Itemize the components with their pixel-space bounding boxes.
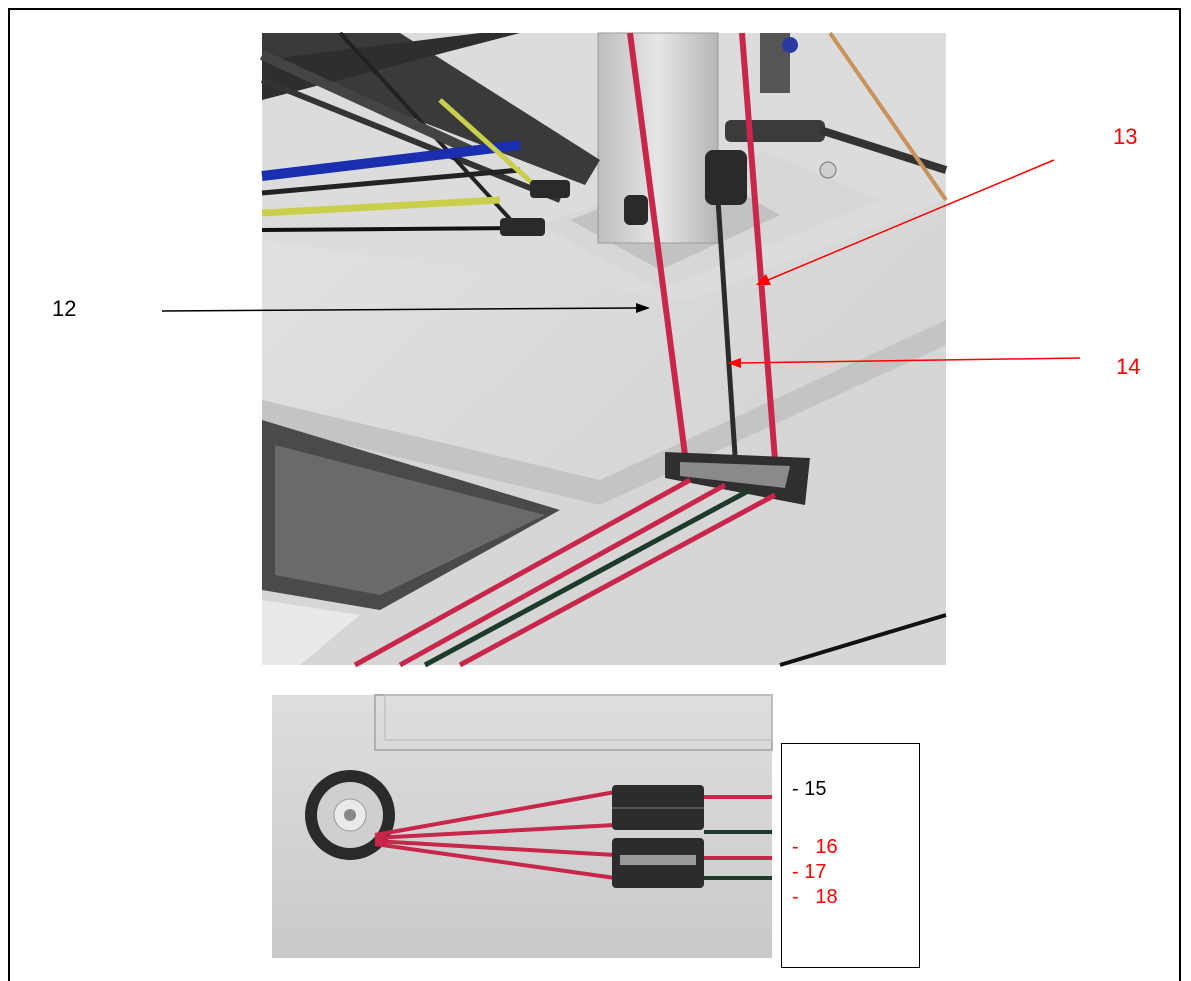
callout-label-12: 12	[52, 296, 77, 321]
legend-item-18: - 18	[792, 886, 838, 908]
callout-label-14: 14	[1116, 354, 1141, 379]
legend-item-15: - 15	[792, 778, 827, 800]
legend-item-16: - 16	[792, 836, 838, 858]
top-photo	[259, 31, 948, 668]
legend-item-17: - 17	[792, 861, 827, 883]
page-frame	[8, 8, 1181, 981]
callout-arrow-14	[727, 357, 1081, 368]
legend-box: - 15 - 16 - 17 - 18	[781, 743, 920, 968]
callout-label-13: 13	[1113, 124, 1138, 149]
callout-arrow-13	[756, 159, 1055, 285]
bottom-photo	[272, 694, 773, 958]
callout-arrow-12	[161, 303, 650, 313]
